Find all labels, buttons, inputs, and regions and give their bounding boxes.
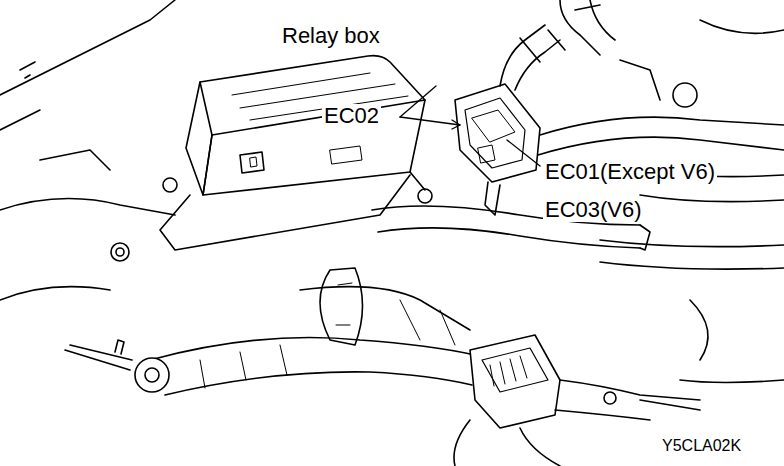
part-label: EC03(V6) bbox=[543, 198, 644, 222]
figure-code: Y5CLA02K bbox=[660, 437, 743, 455]
part-label: Relay box bbox=[280, 24, 382, 48]
part-label: EC01(Except V6) bbox=[543, 160, 717, 184]
part-label: EC02 bbox=[322, 104, 381, 128]
